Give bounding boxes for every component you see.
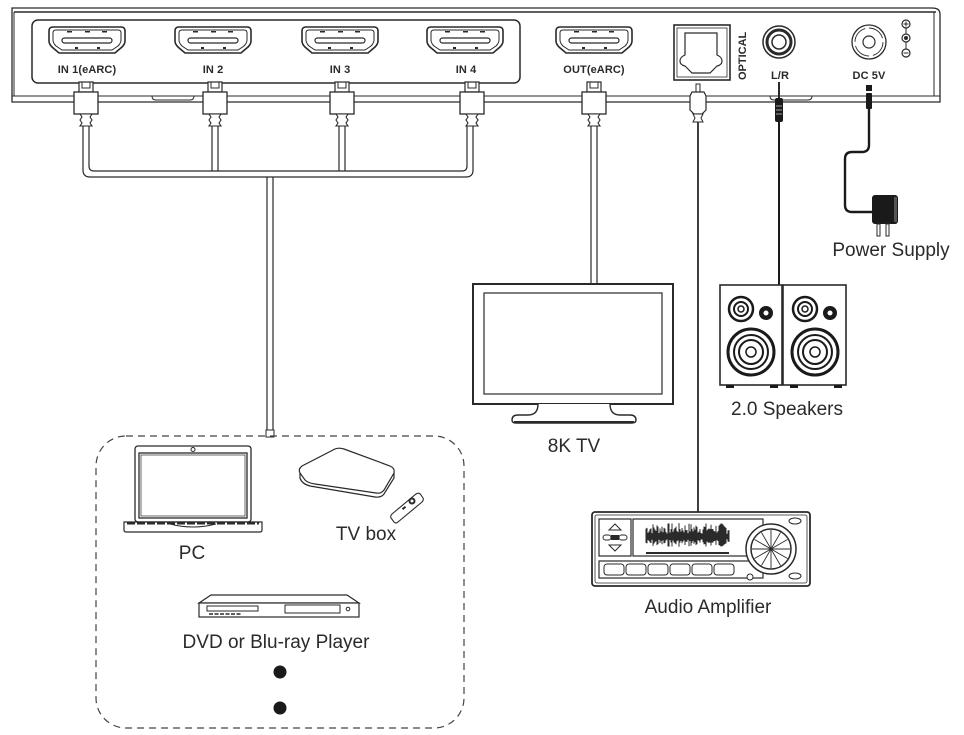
port-label-in1: IN 1(eARC) (57, 64, 117, 76)
audio-cable (775, 82, 783, 286)
port-label-in4: IN 4 (455, 64, 477, 76)
amplifier-button-icon (713, 563, 735, 576)
port-label-lr: L/R (770, 70, 790, 82)
dc-jack-icon (851, 24, 887, 60)
amplifier-button-icon (669, 563, 691, 576)
label-amplifier: Audio Amplifier (644, 597, 772, 618)
amplifier-wheel-spoke (770, 539, 788, 550)
amplifier-button-icon (625, 563, 647, 576)
amplifier-wheel-spoke (754, 539, 772, 550)
speakers-icon (719, 284, 847, 390)
audio-jack-icon (762, 25, 796, 59)
optical-cable (689, 83, 707, 515)
port-label-optical: OPTICAL (737, 31, 749, 80)
tv-box-icon (298, 447, 424, 524)
port-label-dc: DC 5V (852, 70, 886, 82)
amplifier-wheel-spoke (770, 548, 788, 559)
hdmi-port-in4-icon (426, 26, 504, 54)
label-pc: PC (178, 543, 206, 564)
label-tv-box: TV box (335, 524, 397, 545)
tv-icon (472, 283, 674, 424)
label-power-supply: Power Supply (832, 240, 950, 261)
amplifier-button-icon (691, 563, 713, 576)
port-label-in2: IN 2 (202, 64, 224, 76)
port-label-in3: IN 3 (329, 64, 351, 76)
more-devices-dots-icon (273, 665, 287, 715)
label-dvd-player: DVD or Blu-ray Player (182, 632, 370, 653)
hdmi-input-cables (73, 81, 485, 438)
amplifier-wheel-spoke (770, 548, 781, 566)
hdmi-port-in2-icon (174, 26, 252, 54)
laptop-icon (123, 445, 263, 533)
audio-amplifier-icon (591, 511, 811, 587)
amplifier-wheel-spoke (770, 532, 781, 550)
label-tv: 8K TV (547, 436, 601, 457)
hdmi-port-out-icon (555, 26, 633, 54)
power-cable (843, 85, 872, 214)
amplifier-wheel-spoke (761, 532, 772, 550)
remote-control-icon (390, 492, 424, 524)
input-panel (31, 19, 521, 84)
label-speakers: 2.0 Speakers (731, 399, 843, 420)
optical-port-icon (673, 24, 731, 81)
amplifier-button-icon (647, 563, 669, 576)
amplifier-wheel-spoke (754, 548, 772, 559)
hdmi-port-in3-icon (301, 26, 379, 54)
sources-group-border (95, 435, 465, 729)
amplifier-button-icon (603, 563, 625, 576)
power-supply-icon (872, 195, 898, 237)
dvd-player-icon (197, 594, 361, 618)
port-label-out: OUT(eARC) (563, 64, 625, 76)
hdmi-port-in1-icon (48, 26, 126, 54)
amplifier-wheel-spoke (761, 548, 772, 566)
center-positive-polarity-icon (901, 19, 911, 58)
hdmi-output-cable (581, 81, 607, 284)
